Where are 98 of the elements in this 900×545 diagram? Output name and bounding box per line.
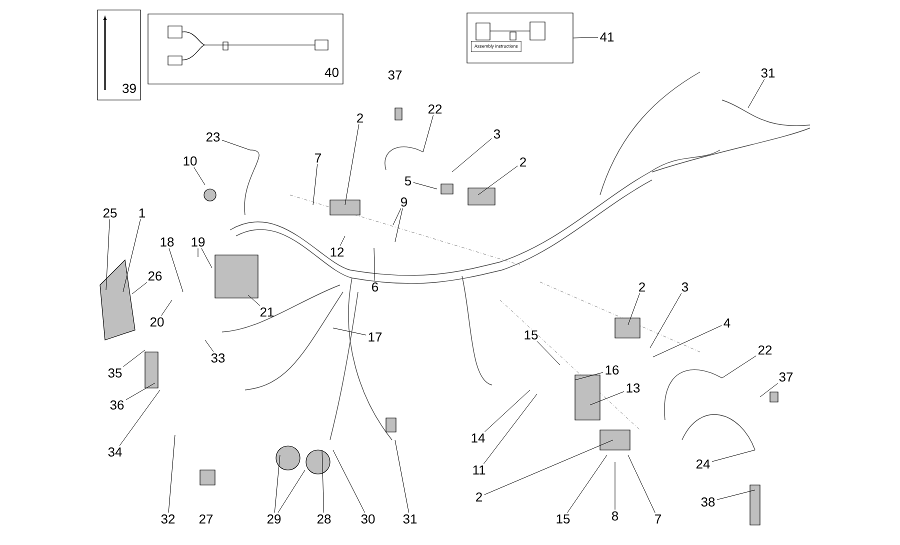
leader-line — [628, 292, 640, 326]
callout-number: 37 — [779, 372, 793, 382]
callout-number: 1 — [139, 208, 145, 218]
callout-number: 15 — [556, 514, 570, 524]
callout-number: 3 — [494, 129, 500, 139]
callout-number: 26 — [148, 271, 162, 281]
callout-number: 37 — [388, 70, 402, 80]
leader-line — [119, 390, 160, 446]
leader-line — [340, 236, 346, 246]
leader-line — [452, 138, 492, 172]
leader-line — [278, 470, 306, 513]
leader-line — [650, 293, 682, 348]
callout-number: 35 — [108, 368, 122, 378]
leader-line — [590, 391, 624, 406]
leader-line — [748, 79, 765, 108]
leader-line — [536, 340, 560, 366]
callout-number: 29 — [267, 514, 281, 524]
leader-line — [484, 390, 530, 432]
callout-number: 34 — [108, 447, 122, 457]
callout-number: 19 — [192, 237, 205, 247]
leader-line — [484, 440, 614, 495]
callout-number: 7 — [655, 514, 661, 524]
leader-line — [374, 248, 376, 281]
callout-number: 24 — [696, 459, 710, 469]
leader-line — [122, 218, 141, 292]
callout-number: 36 — [110, 400, 124, 410]
leader-line — [201, 248, 212, 268]
callout-number: 41 — [600, 32, 614, 42]
callout-number: 32 — [161, 514, 175, 524]
leader-line — [483, 394, 538, 464]
parts-frame: 39 — [97, 10, 141, 100]
leader-line — [312, 164, 318, 206]
callout-number: 5 — [404, 176, 412, 186]
leader-line — [222, 140, 250, 150]
callout-number: 10 — [184, 156, 197, 166]
leader-line — [194, 167, 206, 186]
callout-number: 25 — [103, 208, 117, 218]
leader-line — [168, 248, 184, 292]
leader-line — [126, 382, 156, 400]
leader-line — [567, 454, 608, 513]
leader-line — [122, 350, 146, 367]
callout-number: 22 — [758, 345, 772, 355]
callout-number: 33 — [211, 353, 225, 363]
callout-number: 11 — [473, 466, 486, 474]
callout-number: 23 — [206, 132, 220, 142]
callout-number: 7 — [315, 154, 321, 162]
callout-number: 20 — [150, 317, 164, 327]
leader-line — [722, 356, 756, 378]
callout-number: 27 — [199, 514, 213, 524]
callout-number: 28 — [317, 514, 331, 524]
leader-line — [394, 440, 410, 513]
leader-line — [322, 450, 324, 513]
leader-line — [716, 490, 756, 500]
callout-number: 38 — [701, 497, 715, 507]
leader-line — [106, 219, 110, 290]
leader-line — [161, 300, 172, 316]
leader-line — [573, 37, 598, 38]
callout-number: 4 — [724, 318, 730, 328]
callout-number: 17 — [368, 332, 382, 342]
callout-number: 13 — [626, 383, 640, 393]
leader-line — [132, 282, 148, 294]
leader-line — [274, 454, 280, 513]
callout-number: 16 — [606, 365, 619, 375]
callout-number: 31 — [761, 68, 775, 78]
callout-number: 6 — [372, 282, 378, 292]
leader-line — [760, 383, 778, 398]
callout-number: 15 — [524, 330, 538, 340]
callout-number: 18 — [160, 237, 174, 247]
callout-number: 2 — [357, 113, 363, 123]
callout-number: 2 — [476, 492, 482, 502]
callout-number: 3 — [682, 282, 688, 292]
leader-line — [392, 208, 402, 226]
callout-number: 9 — [401, 197, 407, 207]
leader-line — [204, 340, 214, 352]
leader-line — [422, 114, 434, 152]
leader-line — [168, 434, 176, 513]
callout-number: 2 — [520, 157, 526, 167]
leader-line — [413, 182, 438, 190]
leader-line — [332, 328, 366, 336]
leader-line — [712, 450, 756, 462]
callout-number: 22 — [428, 104, 442, 114]
leader-line — [574, 372, 604, 380]
leader-line — [652, 325, 722, 358]
leader-line — [478, 166, 518, 196]
callout-number: 21 — [260, 307, 274, 317]
leader-line — [614, 462, 616, 510]
leader-line — [248, 294, 260, 306]
leader-line — [628, 454, 656, 514]
callout-number: 31 — [403, 514, 417, 524]
callout-number: 12 — [330, 247, 344, 257]
parts-frame: 40 — [148, 14, 344, 84]
callout-number: 30 — [361, 514, 375, 524]
callout-number: 8 — [612, 511, 618, 521]
callout-number: 14 — [472, 434, 485, 442]
leader-line — [332, 450, 366, 513]
callout-number: 2 — [639, 282, 645, 292]
leader-line — [344, 124, 360, 206]
leader-line — [394, 208, 403, 242]
